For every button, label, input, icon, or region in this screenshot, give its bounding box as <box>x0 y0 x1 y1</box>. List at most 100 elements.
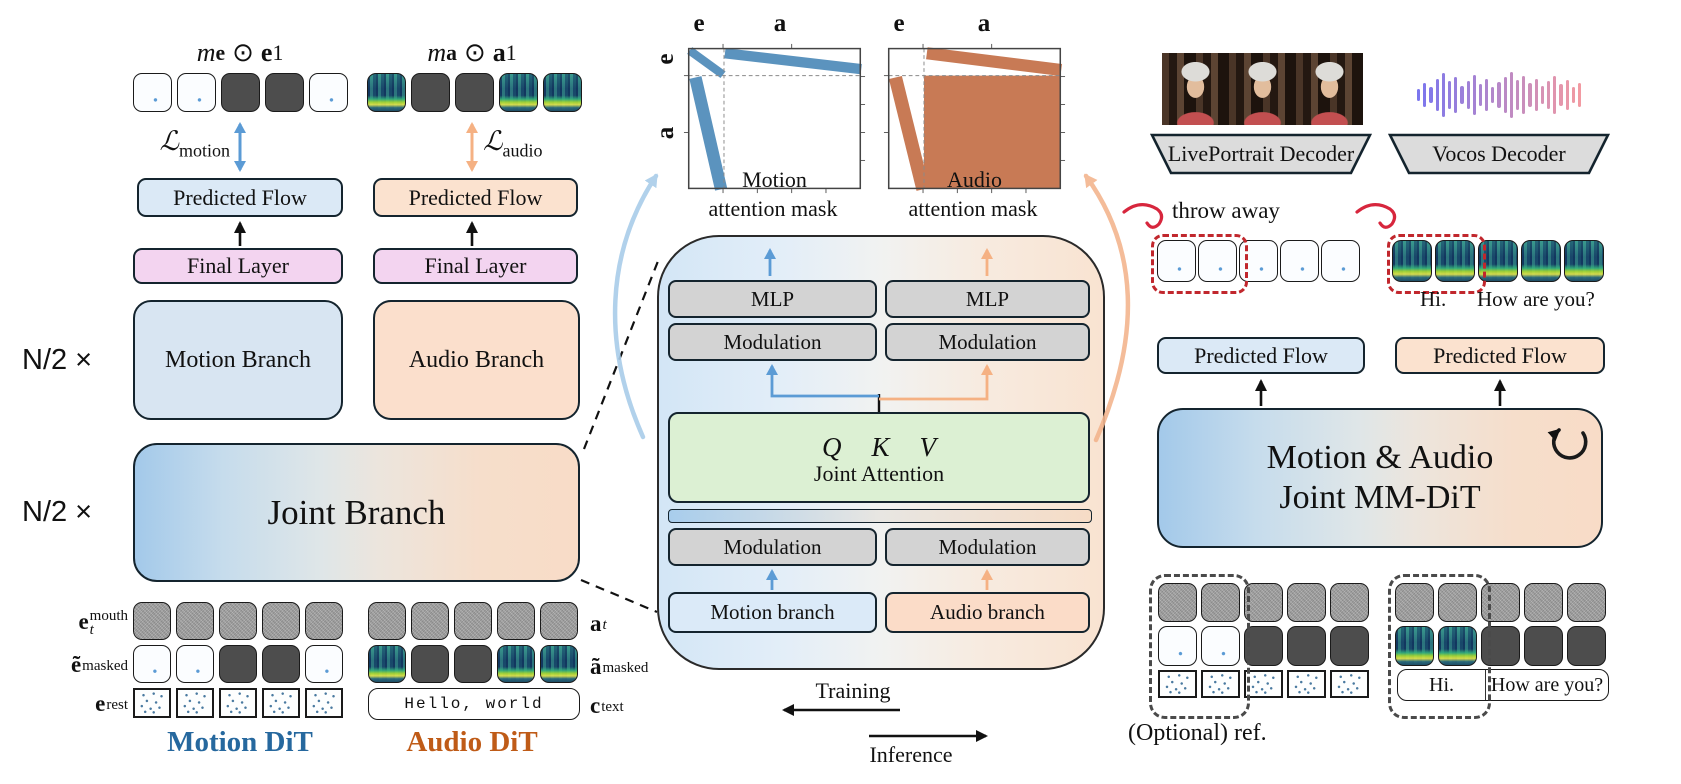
ref-audio-masked-row <box>1395 626 1606 666</box>
token-spec <box>543 73 582 112</box>
output-audio-token-row <box>1392 240 1604 282</box>
odot-operator-icon: ⊙ <box>463 38 486 67</box>
token-dark <box>411 645 449 683</box>
audio-final-layer-box: Final Layer <box>373 248 578 284</box>
token-light <box>133 73 172 112</box>
motion-masked-token-row <box>133 645 343 683</box>
repeat-count-label-branches: N/2 × <box>22 344 93 376</box>
waveform-bar <box>1540 86 1544 104</box>
audio-mask-caption: attention mask <box>908 196 1038 221</box>
hi-caption: Hi. <box>1420 287 1447 311</box>
token-land <box>176 688 214 718</box>
token-dark <box>1481 626 1520 666</box>
token-land <box>1287 670 1326 698</box>
joint-attention-label: Joint Attention <box>813 461 945 486</box>
joint-branch-box: Joint Branch <box>133 443 580 582</box>
motion-mask-caption: attention mask <box>708 196 838 221</box>
token-noise <box>1158 583 1197 622</box>
token-dark <box>1330 626 1369 666</box>
token-light <box>176 645 214 683</box>
trapezoid-shape <box>1150 133 1372 175</box>
joint-branch-expand-line-top <box>582 255 662 450</box>
token-land <box>1244 670 1283 698</box>
waveform-bar <box>1466 81 1470 109</box>
token-land <box>262 688 300 718</box>
face-frame-image <box>1229 53 1296 125</box>
token-noise <box>368 602 406 640</box>
motion-mask-row-a-label: a <box>652 126 679 140</box>
token-dark <box>265 73 304 112</box>
token-spec <box>1564 240 1604 282</box>
text-condition-box: Hello, world <box>368 688 580 720</box>
ref-audio-noisy-row <box>1395 583 1606 622</box>
token-noise <box>497 602 535 640</box>
token-land <box>305 688 343 718</box>
token-noise <box>1244 583 1283 622</box>
vocos-decoder: Vocos Decoder <box>1388 133 1610 175</box>
waveform-bar <box>1553 76 1557 114</box>
motion-mask-row-e-label: e <box>652 53 679 65</box>
token-dark <box>1287 626 1326 666</box>
token-land <box>133 688 171 718</box>
motion-attention-mask-pattern <box>683 43 866 194</box>
waveform-bar <box>1478 84 1483 106</box>
ref-motion-rest-row <box>1158 670 1369 698</box>
token-dark <box>455 73 494 112</box>
token-dark <box>221 73 260 112</box>
motion-target-token-row <box>133 73 348 112</box>
motion-noisy-token-row <box>133 602 343 640</box>
audio-branch-box: Audio Branch <box>373 300 580 420</box>
token-light <box>177 73 216 112</box>
token-land <box>1330 670 1369 698</box>
token-land <box>219 688 257 718</box>
inference-audio-predicted-flow-box: Predicted Flow <box>1395 337 1605 374</box>
motion-mask-col-a-label: a <box>773 10 787 37</box>
audio-target-token-row <box>367 73 582 112</box>
mmdit-title-line2: Joint MM-DiT <box>1279 479 1481 516</box>
motion-branch-input-box: Motion branch <box>668 592 877 633</box>
waveform-bar <box>1522 76 1526 114</box>
motion-final-layer-box: Final Layer <box>133 248 343 284</box>
token-light <box>1158 626 1197 666</box>
waveform-bar <box>1559 84 1563 106</box>
token-noise <box>454 602 492 640</box>
training-label: Training <box>815 678 891 703</box>
audio-mask-col-e-label: e <box>893 10 905 37</box>
motion-predicted-flow-box: Predicted Flow <box>137 178 343 217</box>
token-spec <box>1435 240 1475 282</box>
joint-mmdit-box: Motion & Audio Joint MM-DiT <box>1157 408 1603 548</box>
optional-ref-motion-outline <box>1149 574 1250 719</box>
token-dark <box>262 645 300 683</box>
waveform-bar <box>1454 77 1458 113</box>
audio-mlp-box: MLP <box>885 280 1090 318</box>
audio-loss-label: ℒaudio <box>483 126 543 161</box>
token-light <box>1201 626 1240 666</box>
waveform-bar <box>1460 86 1464 104</box>
text-condition-row-label: c text <box>590 693 624 718</box>
token-noise <box>411 602 449 640</box>
liveportrait-decoder-label: LivePortrait Decoder <box>1167 141 1355 166</box>
audio-predicted-flow-box: Predicted Flow <box>373 178 578 217</box>
token-land <box>1158 670 1197 698</box>
mmdit-title-line1: Motion & Audio <box>1266 439 1494 476</box>
repeat-count-label-joint: N/2 × <box>22 496 93 528</box>
token-light <box>309 73 348 112</box>
token-light <box>1157 240 1196 282</box>
waveform-bar <box>1497 82 1501 108</box>
inference-label: Inference <box>869 742 953 767</box>
generated-face-frames <box>1162 53 1363 125</box>
waveform-bar <box>1472 75 1476 115</box>
audio-noisy-token-row <box>368 602 578 640</box>
token-spec <box>497 645 535 683</box>
how-are-you-text-cell: How are you? <box>1490 673 1604 696</box>
motion-modulation-lower-box: Modulation <box>668 528 877 566</box>
waveform-bar <box>1429 87 1433 103</box>
audio-mask-col-a-label: a <box>977 10 991 37</box>
trapezoid-shape <box>1388 133 1610 175</box>
token-dark <box>219 645 257 683</box>
token-light <box>1198 240 1237 282</box>
audio-attention-mask-plot: Audio <box>883 43 1066 194</box>
token-noise <box>219 602 257 640</box>
waveform-bar <box>1528 83 1532 107</box>
